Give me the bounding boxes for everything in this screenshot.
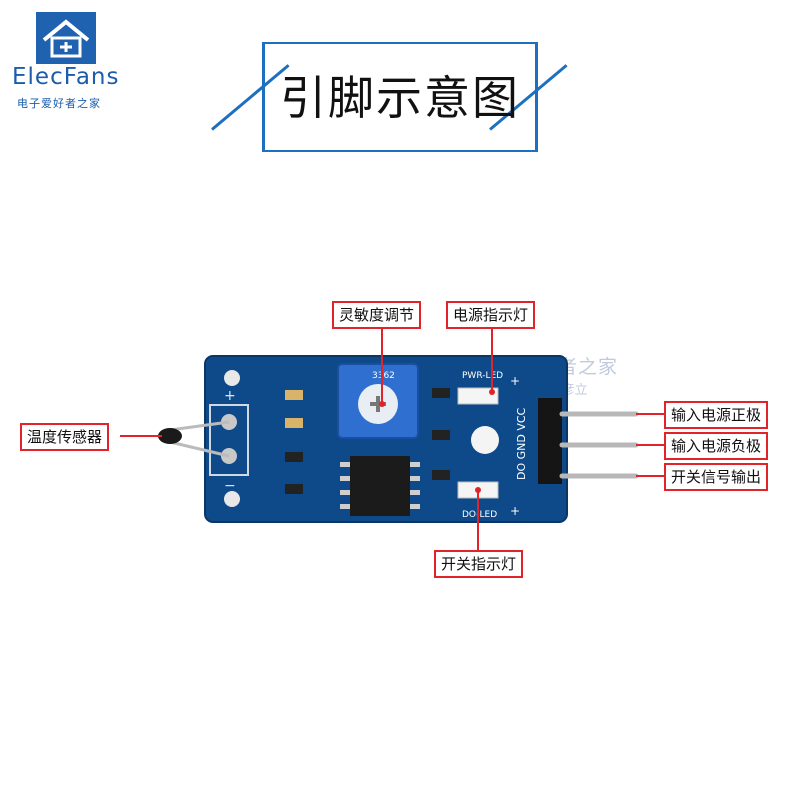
logo-subtitle: 电子爱好者之家 [17, 97, 101, 110]
label-vcc-input: 输入电源正极 [664, 401, 769, 429]
mounting-hole [224, 491, 240, 507]
plus-mark: + [224, 388, 236, 404]
do-led-silkscreen: DO-LED [462, 510, 497, 520]
pwr-led [457, 387, 499, 405]
pin-header [538, 398, 562, 484]
mounting-hole [471, 426, 499, 454]
label-temperature-sensor: 温度传感器 [20, 423, 110, 451]
elecfans-logo-icon [36, 12, 96, 64]
title-frame [262, 42, 538, 152]
minus-mark: − [224, 478, 236, 494]
label-switch-output: 开关信号输出 [664, 463, 769, 491]
mounting-hole [224, 370, 240, 386]
label-gnd-input: 输入电源负极 [664, 432, 769, 460]
pin-silkscreen: DO GND VCC [515, 407, 528, 480]
label-switch-indicator: 开关指示灯 [434, 550, 524, 578]
label-power-indicator: 电源指示灯 [446, 301, 536, 329]
logo-name: ElecFans [12, 64, 120, 90]
label-sensitivity-adjust: 灵敏度调节 [332, 301, 422, 329]
ic-chip [350, 456, 410, 516]
svg-text:+: + [510, 374, 520, 388]
potentiometer-marking: 3362 [372, 371, 395, 381]
pwr-led-silkscreen: PWR-LED [462, 371, 503, 381]
svg-text:+: + [510, 504, 520, 518]
page-title: 引脚示意图 [280, 71, 520, 125]
thermistor-bead [158, 428, 182, 444]
